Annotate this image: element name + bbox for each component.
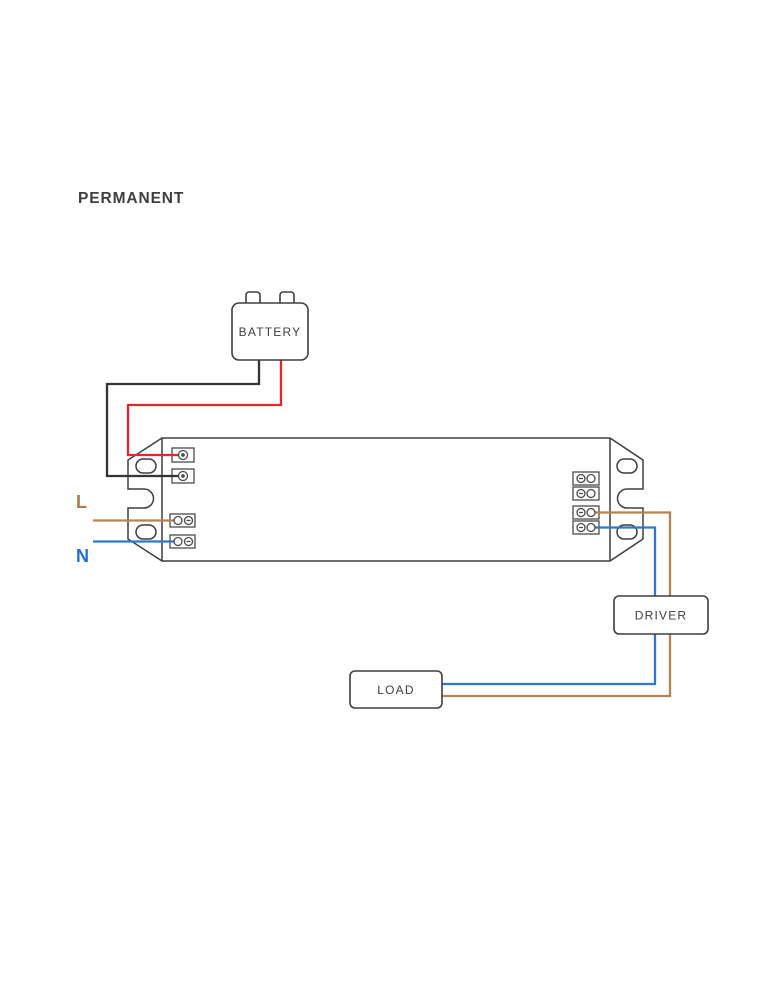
screw <box>173 515 183 526</box>
battery-body <box>231 302 309 361</box>
mounting-hole-bottom-left <box>135 524 157 540</box>
screw <box>586 507 596 518</box>
battery-negative-wire <box>105 360 261 478</box>
terminal-screws <box>173 449 596 547</box>
battery-positive-wire <box>126 360 283 457</box>
emergency-driver-unit <box>127 437 644 562</box>
mounting-hole-bottom-right <box>616 524 638 540</box>
screw <box>586 522 596 533</box>
screw <box>173 536 183 547</box>
unit-outline <box>127 437 644 562</box>
neutral-label: N <box>76 546 89 566</box>
battery <box>231 291 309 361</box>
mounting-hole-top-right <box>616 458 638 474</box>
driver-label: DRIVER <box>635 609 688 623</box>
driver-box <box>613 595 709 635</box>
screw <box>586 473 596 484</box>
live-label: L <box>76 492 87 512</box>
screw-pin <box>181 474 185 478</box>
screw <box>586 488 596 499</box>
screw-pin <box>181 453 185 457</box>
load-label: LOAD <box>377 683 414 697</box>
diagram-title: PERMANENT <box>78 190 184 207</box>
load-box <box>349 670 443 709</box>
battery-label: BATTERY <box>239 325 302 339</box>
mounting-hole-top-left <box>135 458 157 474</box>
